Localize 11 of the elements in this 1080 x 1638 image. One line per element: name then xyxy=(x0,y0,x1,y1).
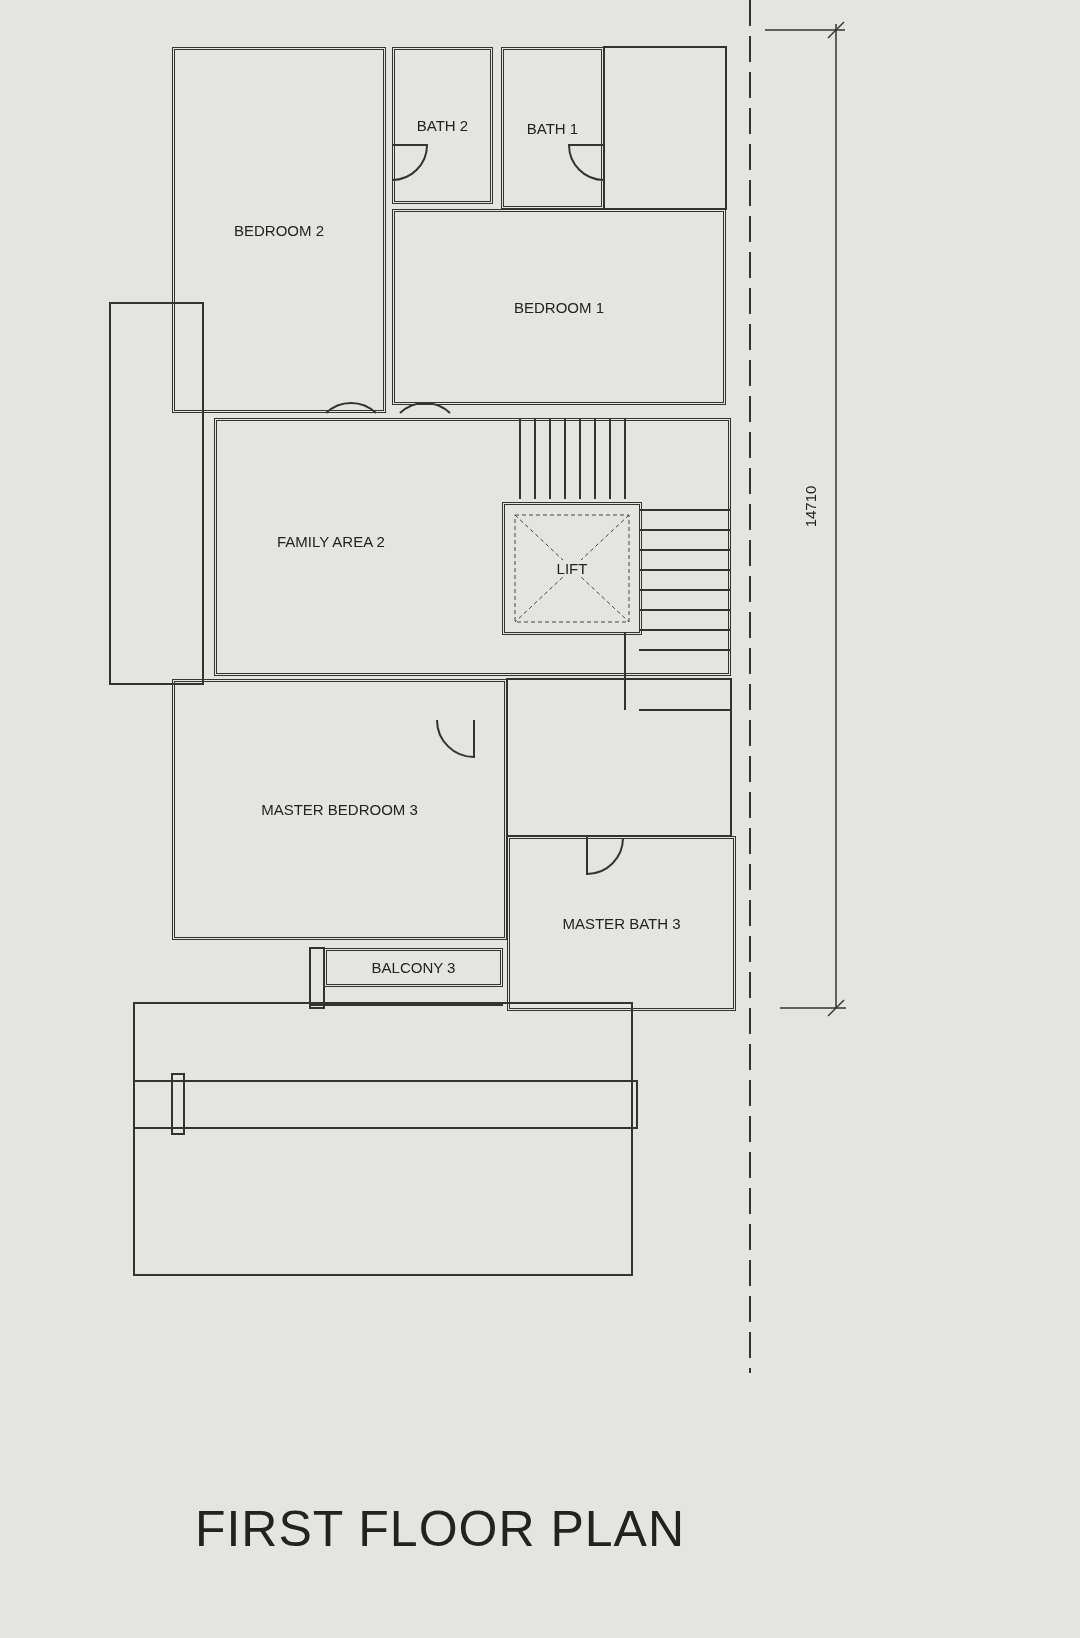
room-outline xyxy=(214,418,731,676)
room-outline xyxy=(507,836,736,1011)
room-outline xyxy=(324,948,503,987)
room-label: LIFT xyxy=(556,560,588,577)
room-outline xyxy=(172,679,507,940)
room-outline xyxy=(392,47,493,204)
room-outline xyxy=(172,47,386,413)
plan-title: FIRST FLOOR PLAN xyxy=(193,1500,687,1558)
room-outline xyxy=(392,209,726,405)
room-outline xyxy=(501,47,604,209)
dimension-label: 14710 xyxy=(802,485,820,528)
